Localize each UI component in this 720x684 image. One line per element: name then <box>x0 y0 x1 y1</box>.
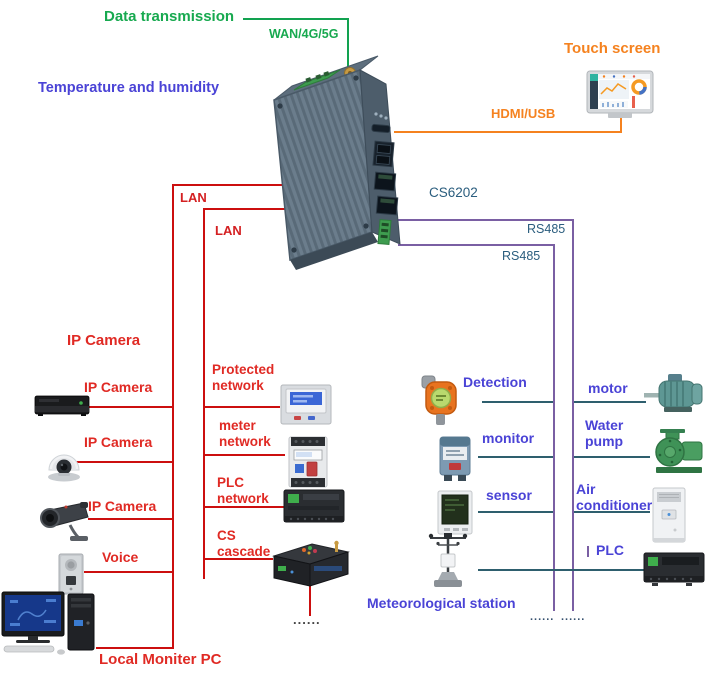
network-ellipsis: ...... <box>293 612 321 627</box>
voice-connector <box>84 571 172 573</box>
weather-station-image <box>424 530 472 590</box>
rs485-terminal-block <box>377 219 392 246</box>
dome-camera-connector <box>76 461 172 463</box>
wan-label: WAN/4G/5G <box>269 27 339 41</box>
hdmi-line-vertical <box>620 117 622 133</box>
voice-label: Voice <box>102 549 139 565</box>
monitor-label: monitor <box>482 430 535 446</box>
lan2-label: LAN <box>215 223 242 238</box>
lan1-bus-vertical <box>172 184 174 649</box>
temperature-humidity-label: Temperature and humidity <box>38 80 220 96</box>
electric-motor-image <box>642 372 706 418</box>
air-conditioner-connector <box>574 511 650 513</box>
touch-screen-image <box>586 70 656 122</box>
plc-module-image <box>282 486 346 528</box>
desktop-pc-image <box>0 590 100 658</box>
plc-label-tick <box>587 546 589 557</box>
meteorological-station-label: Meteorological station <box>367 595 516 611</box>
dome-camera-image <box>44 444 84 484</box>
ethernet-port-2 <box>375 195 399 216</box>
wan-line-vertical <box>347 18 349 72</box>
hdmi-port <box>371 123 391 134</box>
data-transmission-label: Data transmission <box>104 8 235 25</box>
monitor-device-image <box>435 434 475 482</box>
protected-network-connector <box>203 406 280 408</box>
meter-network-connector <box>203 454 285 456</box>
water-pump-label: Water pump <box>585 417 624 450</box>
air-conditioner-label: Air conditioner <box>576 481 653 514</box>
wan-line-horizontal <box>243 18 349 20</box>
sensor-label: sensor <box>486 487 532 503</box>
pc-connector <box>96 647 172 649</box>
plc-controller-image <box>642 550 706 588</box>
nvr-image <box>33 390 91 420</box>
bullet-camera-connector <box>88 518 172 520</box>
ip-camera-header: IP Camera <box>67 332 141 349</box>
protection-relay-image <box>277 380 335 428</box>
detection-label: Detection <box>463 374 527 390</box>
plc-network-label: PLC network <box>217 475 269 506</box>
device-model-label: CS6202 <box>429 185 478 200</box>
weather-plc-connector <box>478 569 646 571</box>
ip-camera-1-label: IP Camera <box>84 379 153 395</box>
plc-network-connector <box>203 506 285 508</box>
cs6202-gateway-image <box>266 46 422 272</box>
sensor-ellipsis-2: ...... <box>561 611 586 623</box>
motor-label: motor <box>588 380 628 396</box>
sensor-ellipsis-1: ...... <box>530 611 555 623</box>
lan1-line-horizontal <box>172 184 377 186</box>
air-conditioner-image <box>646 486 692 548</box>
rs485-1-horizontal <box>398 219 574 221</box>
water-pump-image <box>648 428 708 476</box>
nvr-connector <box>86 406 172 408</box>
motor-connector <box>574 401 646 403</box>
bullet-camera-image <box>36 498 94 546</box>
rs485-1-label: RS485 <box>527 222 566 236</box>
cs-cascade-connector <box>203 558 273 560</box>
touch-screen-label: Touch screen <box>564 40 661 57</box>
hdmi-line-horizontal <box>394 131 622 133</box>
meter-network-label: meter network <box>219 418 271 449</box>
panel-sensor-image <box>434 488 476 538</box>
cascade-gateway-image <box>266 536 354 592</box>
detection-connector <box>482 401 553 403</box>
energy-meter-image <box>283 434 333 490</box>
usb-ports <box>372 140 395 168</box>
hdmi-usb-label: HDMI/USB <box>491 106 556 121</box>
ethernet-port-1 <box>373 171 397 192</box>
cascade-drop-line <box>309 586 311 616</box>
door-intercom-image <box>57 552 85 596</box>
rs485-2-vertical <box>553 244 555 611</box>
ip-camera-3-label: IP Camera <box>88 498 157 514</box>
local-monitor-pc-label: Local Moniter PC <box>99 651 222 668</box>
ip-camera-2-label: IP Camera <box>84 434 153 450</box>
status-leds <box>374 112 388 120</box>
water-pump-connector <box>574 456 650 458</box>
rs485-2-label: RS485 <box>502 249 541 263</box>
gas-detector-image <box>414 372 464 428</box>
lan2-bus-vertical <box>203 208 205 579</box>
rs485-2-horizontal <box>398 244 555 246</box>
lan1-label: LAN <box>180 190 207 205</box>
plc-label: PLC <box>596 542 624 558</box>
protected-network-label: Protected network <box>212 362 275 393</box>
rs485-1-vertical <box>572 219 574 611</box>
sensor-connector <box>478 511 553 513</box>
cs-cascade-label: CS cascade <box>217 528 271 559</box>
monitor-connector <box>478 456 553 458</box>
